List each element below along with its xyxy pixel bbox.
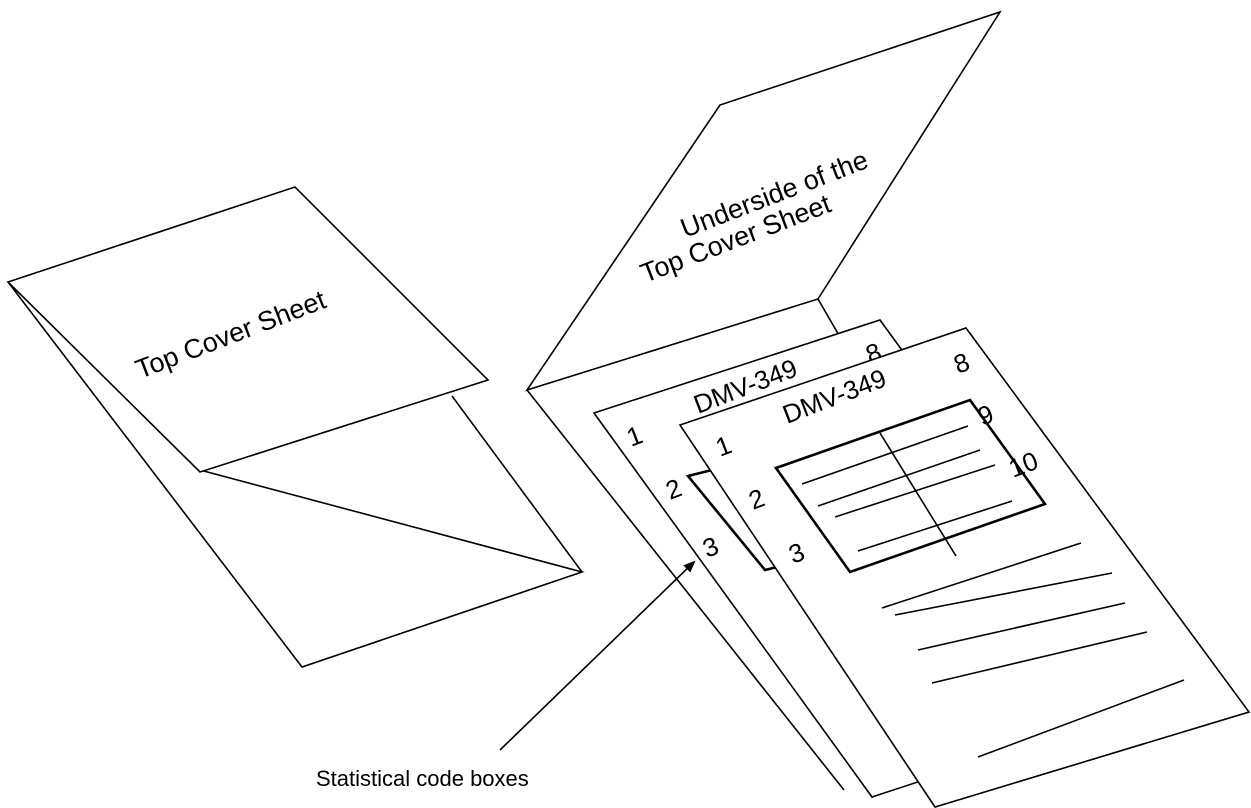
- front-sheet-code-box: [773, 398, 1048, 574]
- front-sheet-text-line: [977, 679, 1185, 758]
- right-form: Underside of the Top Cover Sheet DMV-349…: [525, 10, 1251, 808]
- code-box-row-line: [857, 500, 1013, 552]
- callout-arrow: [499, 560, 696, 751]
- front-sheet: DMV-349 1 2 3 8 9 10: [678, 327, 1251, 808]
- left-inner-edge: [451, 395, 583, 573]
- code-box-row-line: [817, 449, 981, 507]
- code-box-row-line: [834, 464, 996, 518]
- hinge-edge: [817, 298, 841, 338]
- callout-label: Statistical code boxes: [316, 766, 529, 791]
- front-sheet-outline: [678, 327, 1251, 808]
- front-sheet-text-line: [917, 602, 1126, 651]
- front-sheet-text-line: [881, 542, 1082, 609]
- front-sheet-text-line: [894, 572, 1113, 616]
- code-box-divider: [879, 432, 957, 557]
- callout: Statistical code boxes: [316, 560, 696, 791]
- left-base-edge: [526, 389, 845, 791]
- code-box-row-line: [801, 425, 969, 485]
- front-sheet-text-line: [931, 631, 1148, 684]
- left-form: Top Cover Sheet: [6, 186, 585, 668]
- underside-cover-flap: [525, 10, 1002, 392]
- left-top-cover-sheet: [6, 186, 490, 473]
